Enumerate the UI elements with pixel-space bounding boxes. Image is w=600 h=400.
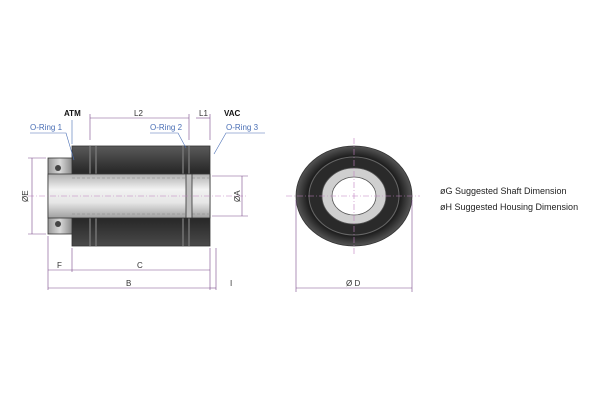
oring3-label: O-Ring 3 xyxy=(226,123,259,132)
notes: øG Suggested Shaft Dimension øH Suggeste… xyxy=(440,186,578,212)
side-top-annotations: ATM VAC O-Ring 1 O-Ring 2 O-Ring 3 L2 L1 xyxy=(30,109,265,161)
side-bottom-dims: F C B I xyxy=(47,236,232,290)
oring1-label: O-Ring 1 xyxy=(30,123,63,132)
oring1-leader xyxy=(30,132,75,161)
l1-label: L1 xyxy=(199,109,208,118)
oring2-leader xyxy=(150,132,187,149)
l2-label: L2 xyxy=(134,109,143,118)
flange-hole xyxy=(55,221,61,227)
dia-e-label: ØE xyxy=(21,190,30,202)
oring2-label: O-Ring 2 xyxy=(150,123,183,132)
vac-label: VAC xyxy=(224,109,241,118)
flange-hole xyxy=(55,165,61,171)
shaft-note: øG Suggested Shaft Dimension xyxy=(440,186,567,196)
housing-note: øH Suggested Housing Dimension xyxy=(440,202,578,212)
end-view: Ø D xyxy=(286,138,420,292)
b-label: B xyxy=(126,279,131,288)
i-label: I xyxy=(230,279,232,288)
dia-d-label: Ø D xyxy=(346,279,360,288)
c-label: C xyxy=(137,261,143,270)
atm-label: ATM xyxy=(64,109,81,118)
side-view xyxy=(28,145,248,247)
oring3-leader xyxy=(213,132,265,155)
side-diameter-dims: ØE ØA xyxy=(21,157,248,235)
f-label: F xyxy=(57,261,62,270)
dia-a-label: ØA xyxy=(233,190,242,202)
